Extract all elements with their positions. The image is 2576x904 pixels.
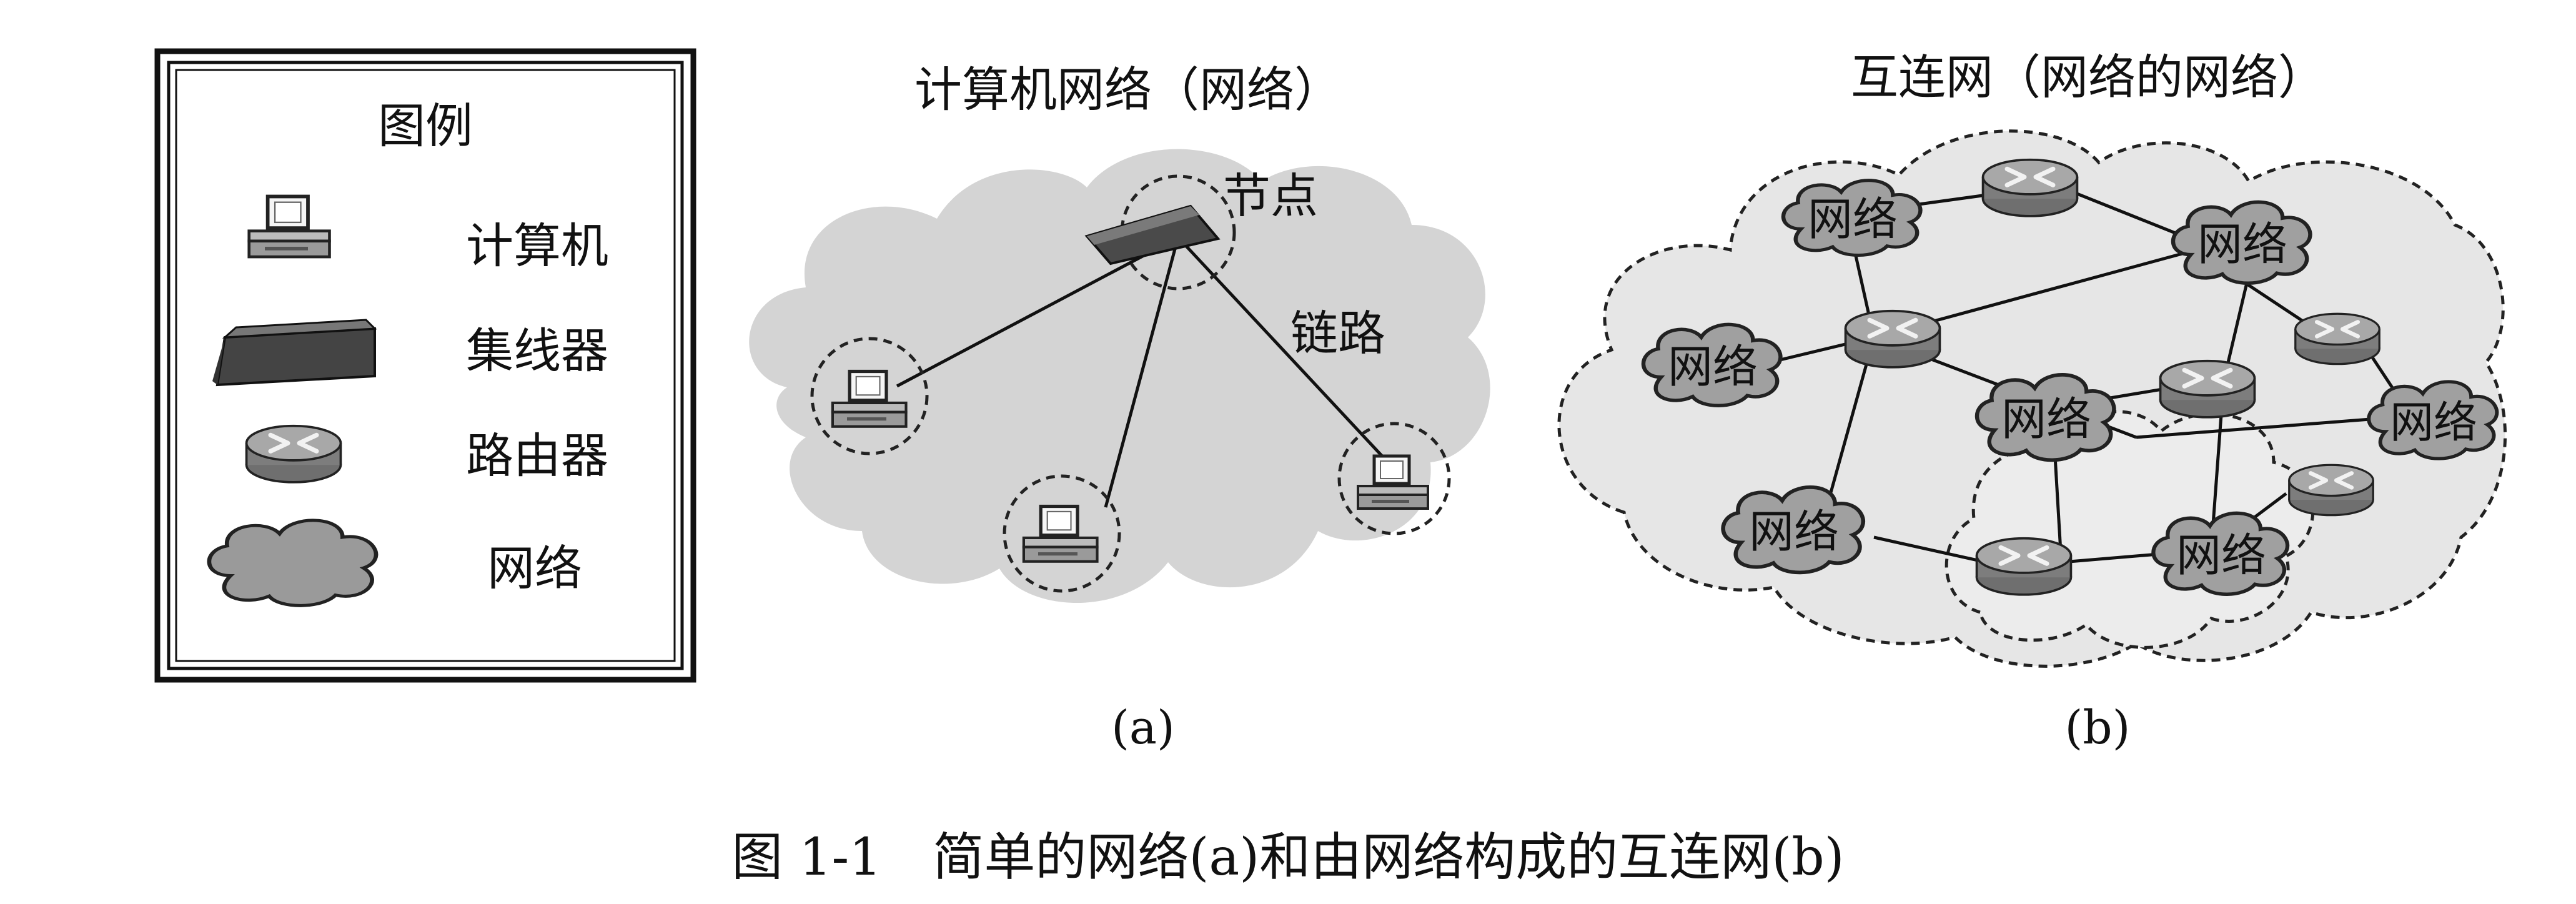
diagram-a-title: 计算机网络（网络） (914, 62, 1342, 117)
network-label: 网络 (1668, 340, 1758, 393)
node-computer-circle (1337, 422, 1451, 535)
router-icon (2296, 314, 2379, 364)
diagram-b-title: 互连网（网络的网络） (1851, 49, 2326, 105)
network-label: 网络 (2197, 218, 2287, 271)
legend-label-hub: 集线器 (466, 323, 608, 379)
router-icon (2289, 465, 2373, 515)
router-icon (1977, 539, 2071, 595)
caption-b: (b) (2064, 701, 2130, 755)
legend-title: 图例 (378, 98, 473, 154)
node-label: 节点 (1223, 168, 1318, 224)
link-label: 链路 (1290, 305, 1385, 361)
router-icon (2161, 361, 2255, 417)
legend-label-computer: 计算机 (466, 218, 608, 274)
network-label: 网络 (2390, 397, 2477, 448)
router-icon (1983, 160, 2078, 216)
hub-icon (212, 319, 377, 387)
figure-caption: 图 1-1 简单的网络(a)和由网络构成的互连网(b) (731, 828, 1844, 887)
network-a-cloud (749, 149, 1490, 603)
node-computer-circle (810, 337, 929, 455)
node-hub-circle (1120, 174, 1236, 291)
legend-label-router: 路由器 (466, 428, 608, 484)
router-icon (247, 426, 341, 482)
legend-label-network: 网络 (487, 540, 582, 596)
hub-node (1084, 204, 1221, 266)
network-label: 网络 (1749, 505, 1839, 558)
network-label: 网络 (1808, 193, 1898, 246)
network-label: 网络 (2001, 393, 2091, 445)
router-icon (1846, 311, 1940, 367)
caption-a: (a) (1111, 701, 1175, 755)
network-label: 网络 (2176, 529, 2266, 582)
node-computer-circle (1003, 474, 1121, 593)
